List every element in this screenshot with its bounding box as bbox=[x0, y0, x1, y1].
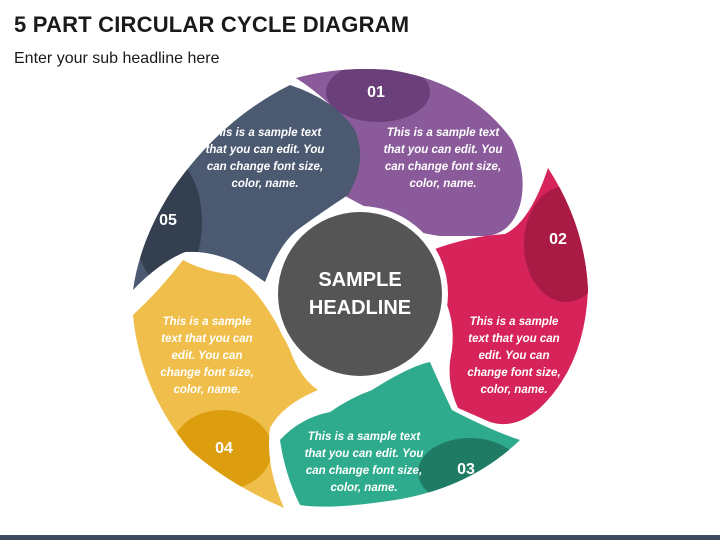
hub-headline: SAMPLE HEADLINE bbox=[308, 269, 412, 319]
segment-01 bbox=[296, 69, 523, 236]
segment-04-shape bbox=[133, 260, 318, 508]
segment-04-text: This is a sample text that you can edit.… bbox=[160, 316, 254, 396]
page-subtitle: Enter your sub headline here bbox=[14, 50, 220, 67]
segment-05-number: 05 bbox=[159, 212, 177, 229]
segment-03-number: 03 bbox=[457, 461, 475, 478]
segment-01-text: This is a sample text that you can edit.… bbox=[383, 127, 503, 190]
bottom-accent-bar bbox=[0, 535, 720, 540]
segment-05-text: This is a sample text that you can edit.… bbox=[205, 127, 325, 190]
page-title: 5 PART CIRCULAR CYCLE DIAGRAM bbox=[14, 12, 410, 37]
segment-04-number: 04 bbox=[215, 440, 233, 457]
center-hub-fill bbox=[278, 212, 442, 376]
segment-01-number-tab bbox=[326, 69, 430, 122]
segment-01-number: 01 bbox=[367, 84, 385, 101]
segment-03-text: This is a sample text that you can edit.… bbox=[304, 431, 424, 494]
segment-02-number: 02 bbox=[549, 231, 567, 248]
segment-02-text: This is a sample text that you can edit.… bbox=[467, 316, 561, 396]
